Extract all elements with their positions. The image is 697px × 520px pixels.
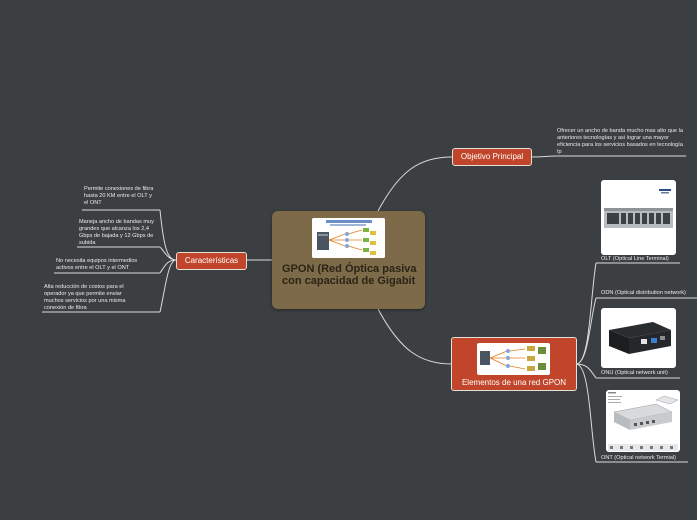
- link-elementos: [377, 308, 453, 365]
- branch-label: Características: [184, 256, 239, 265]
- central-topic[interactable]: GPON (Red Óptica pasiva con capacidad de…: [272, 211, 425, 309]
- onu-caption: ONU (Optical network unit): [601, 370, 668, 376]
- branch-caracteristicas[interactable]: Características: [176, 252, 247, 270]
- branch-elementos[interactable]: Elementos de una red GPON: [451, 337, 577, 391]
- carac-note-1: Permite conexiones de fibra hasta 20 KM …: [84, 186, 154, 206]
- carac-note-2: Maneja ancho de bandas muy grandes que a…: [79, 219, 154, 246]
- link-elem-items: [575, 262, 597, 463]
- central-title: GPON (Red Óptica pasiva con capacidad de…: [282, 263, 417, 287]
- ont-caption: ONT (Optical network Termial): [601, 455, 677, 461]
- branch-label: Elementos de una red GPON: [461, 378, 567, 387]
- olt-device-image: [601, 180, 676, 255]
- carac-note-3: No necesita equipos intermedios activos …: [56, 258, 138, 271]
- onu-device-image: [601, 308, 676, 368]
- ont-device-image: [606, 390, 680, 452]
- underline-objetivo: [530, 155, 686, 158]
- branch-label: Objetivo Principal: [460, 152, 524, 161]
- link-objetivo: [377, 156, 453, 212]
- objetivo-note: Ofrecer un ancho de banda mucho mas alto…: [557, 128, 683, 155]
- carac-note-4: Alta reducción de costos para el operado…: [44, 284, 126, 311]
- branch-objetivo-principal[interactable]: Objetivo Principal: [452, 148, 532, 166]
- odn-caption: ODN (Optical distribution network): [601, 290, 686, 296]
- olt-caption: OLT (Optical Line Terminal): [601, 256, 669, 262]
- link-carac-notes: [159, 209, 177, 313]
- gpon-diagram-thumbnail: [312, 218, 385, 258]
- gpon-network-thumbnail: [477, 343, 550, 375]
